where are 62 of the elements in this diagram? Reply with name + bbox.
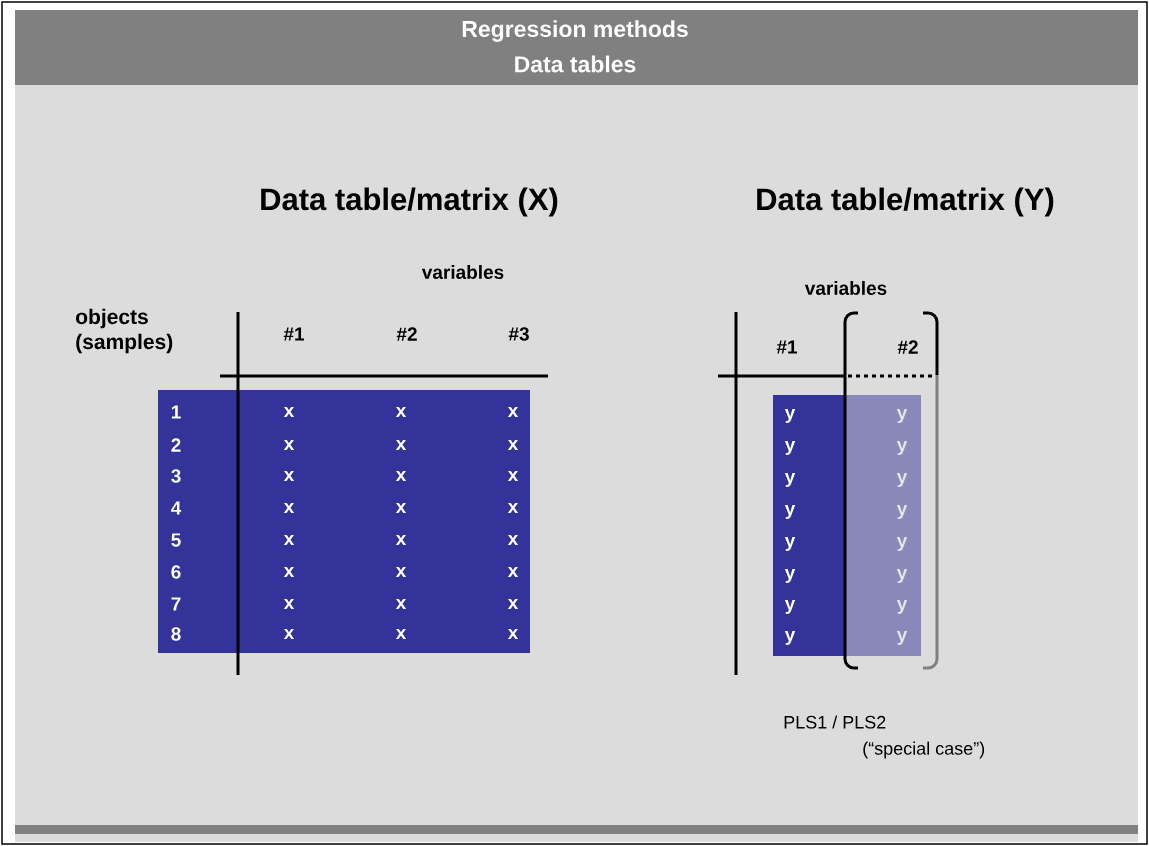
cell-value: y xyxy=(784,441,796,455)
cell-value: y xyxy=(784,537,796,551)
cell-value: x xyxy=(395,567,407,577)
cell-value: x xyxy=(395,440,407,450)
cell-value: x xyxy=(283,567,295,577)
cell-value: y xyxy=(784,409,796,423)
row-number: 3 xyxy=(171,469,181,483)
cell-value: x xyxy=(507,629,519,639)
cell-value: x xyxy=(283,599,295,609)
cell-value: y xyxy=(896,505,908,519)
row-number: 4 xyxy=(171,501,182,515)
column-header: #3 xyxy=(508,327,529,341)
cell-value: x xyxy=(395,407,407,417)
cell-value: y xyxy=(896,409,908,423)
header-title: Regression methods xyxy=(462,20,688,42)
row-number: 8 xyxy=(171,627,181,641)
cell-value: x xyxy=(395,535,407,545)
column-header: #1 xyxy=(776,340,798,354)
cell-value: y xyxy=(896,631,908,645)
row-number: 1 xyxy=(171,405,181,419)
row-number: 2 xyxy=(171,438,181,452)
cell-value: y xyxy=(784,600,796,614)
row-number: 6 xyxy=(171,565,181,579)
note-text: PLS1 / PLS2 xyxy=(784,715,886,729)
cell-value: x xyxy=(395,599,407,609)
header-subtitle: Data tables xyxy=(515,55,636,73)
axis-label: variables xyxy=(421,265,504,279)
cell-value: y xyxy=(784,631,796,645)
cell-value: x xyxy=(395,471,407,481)
row-number: 7 xyxy=(171,597,181,611)
matrix-heading: Data table/matrix (Y) xyxy=(757,187,1054,217)
cell-value: y xyxy=(784,505,796,519)
note-text: (“special case”) xyxy=(863,741,985,759)
axis-label: variables xyxy=(804,281,887,295)
cell-value: x xyxy=(283,503,295,513)
cell-value: x xyxy=(507,503,519,513)
cell-value: y xyxy=(784,473,796,487)
cell-value: x xyxy=(395,503,407,513)
cell-value: x xyxy=(283,471,295,481)
cell-value: y xyxy=(896,473,908,487)
cell-value: y xyxy=(896,441,908,455)
cell-value: x xyxy=(283,440,295,450)
cell-value: x xyxy=(507,599,519,609)
cell-value: y xyxy=(784,569,796,583)
column-header: #1 xyxy=(283,327,305,341)
column-header: #2 xyxy=(396,327,417,341)
cell-value: x xyxy=(507,471,519,481)
cell-value: x xyxy=(283,535,295,545)
cell-value: y xyxy=(896,600,908,614)
cell-value: x xyxy=(283,629,295,639)
cell-value: x xyxy=(507,535,519,545)
cell-value: x xyxy=(283,407,295,417)
cell-value: x xyxy=(395,629,407,639)
cell-value: y xyxy=(896,537,908,551)
row-number: 5 xyxy=(171,533,181,547)
matrix-heading: Data table/matrix (X) xyxy=(261,187,558,217)
axis-label: objects (samples) xyxy=(76,308,173,354)
cell-value: x xyxy=(507,407,519,417)
cell-value: x xyxy=(507,440,519,450)
cell-value: x xyxy=(507,567,519,577)
column-header: #2 xyxy=(897,340,918,354)
cell-value: y xyxy=(896,569,908,583)
